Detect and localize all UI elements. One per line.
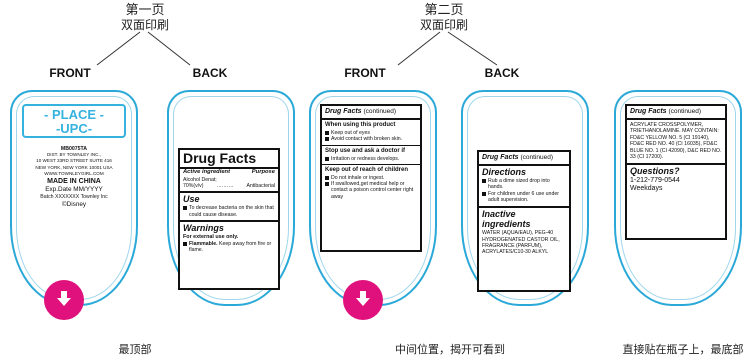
website: WWW.TOWNLEYGIRL.COM (44, 170, 104, 176)
label-back-2: BACK (484, 66, 520, 80)
bottle-3: Drug Facts (continued) ACRYLATE CROSSPOL… (614, 90, 742, 306)
bottle-back-1-inner (173, 96, 289, 300)
drug-facts-cont-title: Drug Facts (continued) (630, 108, 702, 115)
when-item-2: Avoid contact with broken skin. (322, 136, 420, 142)
caption-top: 最顶部 (118, 343, 152, 356)
active-dots: ………. (216, 182, 234, 189)
drug-facts-cont-title: Drug Facts (continued) (482, 154, 554, 161)
keep-out-heading: Keep out of reach of children (325, 166, 409, 173)
warnings-heading: Warnings (183, 222, 224, 233)
upc-placeholder: - PLACE - -UPC- (22, 104, 126, 138)
when-item-1: Keep out of eyes (322, 130, 420, 136)
active-purpose: Antibacterial (246, 182, 275, 189)
page2-subtitle: 双面印刷 (419, 18, 468, 32)
stop-item-1: Irritation or redness develops. (322, 156, 420, 162)
keep-item-2: If swallowed,get medical help or contact… (322, 181, 420, 200)
label-front-1: FRONT (49, 66, 91, 80)
weekdays: Weekdays (630, 185, 663, 193)
questions-heading: Questions? (630, 166, 680, 177)
drug-facts-panel-3: Drug Facts (continued) Directions Rub a … (477, 150, 571, 292)
made-in: MADE IN CHINA (47, 178, 101, 186)
keep-item-1: Do not inhale or ingest. (322, 175, 420, 181)
caption-middle: 中间位置，揭开可看到 (395, 343, 505, 356)
bottle-3-inner (620, 96, 736, 300)
bottle-front-1: - PLACE - -UPC- MB0075TA DIST. BY TOWNLE… (10, 90, 138, 306)
upc-line2: -UPC- (55, 121, 93, 136)
when-using-heading: When using this product (325, 122, 396, 128)
upc-line1: - PLACE - (44, 107, 104, 122)
drug-facts-panel-2: Drug Facts (continued) When using this p… (320, 104, 422, 252)
use-item: To decrease bacteria on the skin that co… (180, 205, 278, 218)
page1-title: 第一页 (125, 3, 165, 18)
page2-heading: 第二页 双面印刷 (399, 3, 489, 32)
pink-tab-1 (44, 280, 84, 320)
exp-date: Exp.Date MM/YYYY (45, 186, 103, 194)
batch: Batch XXXXXXX Townley Inc (40, 194, 108, 201)
drug-facts-panel-1: Drug Facts Active ingredient Purpose Alc… (178, 148, 280, 290)
drug-facts-panel-4: Drug Facts (continued) ACRYLATE CROSSPOL… (625, 104, 727, 240)
arrow-down-icon (57, 291, 71, 306)
item-number: MB0075TA (60, 146, 88, 152)
bottle-back-2: Drug Facts (continued) Directions Rub a … (461, 90, 589, 306)
purpose-label: Purpose (251, 169, 275, 175)
address-line2: NEW YORK, NEW YORK 10001 USA (35, 164, 113, 170)
pink-tab-2 (343, 280, 383, 320)
active-header: Active ingredient Purpose (180, 169, 278, 177)
inactive-list-cont: ACRYLATE CROSSPOLYMER, TRIETHANOLAMINE. … (630, 122, 722, 161)
use-heading: Use (183, 194, 200, 205)
flammable-item: Flammable. Keep away from fire or flame. (180, 241, 278, 254)
inactive-heading: Inactive ingredients (482, 209, 531, 230)
drug-facts-title: Drug Facts (183, 150, 257, 166)
direction-item-2: For children under 6 use under adult sup… (479, 191, 569, 204)
page1-heading: 第一页 双面印刷 (100, 3, 190, 32)
directions-heading: Directions (482, 167, 527, 177)
page1-subtitle: 双面印刷 (120, 18, 169, 32)
active-row: 70%(v/v) ………. Antibacterial (180, 183, 278, 189)
bottle-front-2: Drug Facts (continued) When using this p… (309, 90, 437, 306)
address-line1: 10 WEST 33RD STREET SUITE 416 (36, 158, 112, 164)
label-front-2: FRONT (344, 66, 386, 80)
stop-use-heading: Stop use and ask a doctor if (325, 147, 406, 154)
bottle-back-1: Drug Facts Active ingredient Purpose Alc… (167, 90, 295, 306)
drug-facts-cont-title: Drug Facts (continued) (325, 108, 397, 115)
phone-number: 1-212-779-0544 (630, 177, 680, 185)
dist-line: DIST. BY TOWNLEY INC., (46, 152, 102, 158)
label-back-1: BACK (192, 66, 228, 80)
direction-item-1: Rub a dime sized drop into hands. (479, 178, 569, 191)
arrow-down-icon (356, 291, 370, 306)
disney-mark: ©Disney (61, 201, 87, 209)
external-use: For external use only. (183, 233, 239, 240)
bottle-back-2-inner (467, 96, 583, 300)
active-label: Active ingredient (183, 169, 231, 175)
inactive-list: WATER (AQUA/EAU), PEG-40 HYDROGENATED CA… (482, 230, 560, 256)
front1-text: MB0075TA DIST. BY TOWNLEY INC., 10 WEST … (20, 146, 128, 209)
active-pct: 70%(v/v) (183, 182, 204, 189)
alcohol-line: Alcohol Denat; (183, 176, 217, 183)
page2-title: 第二页 (424, 3, 464, 18)
caption-bottom: 直接贴在瓶子上，最底部 (622, 343, 744, 356)
